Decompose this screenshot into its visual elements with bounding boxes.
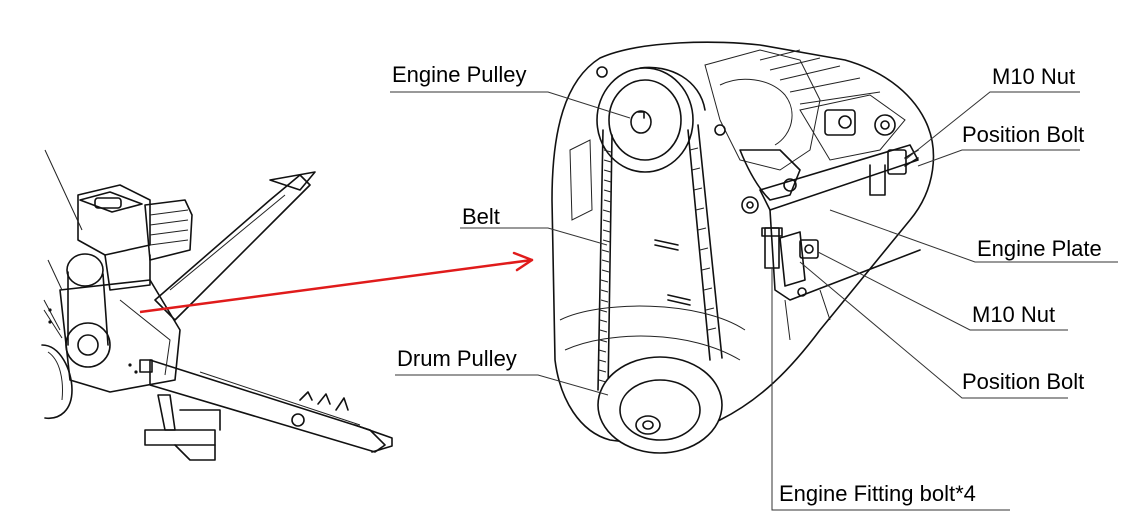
label-m10-nut-top: M10 Nut xyxy=(992,64,1076,89)
label-belt: Belt xyxy=(462,204,500,229)
label-drum-pulley: Drum Pulley xyxy=(397,346,517,371)
leader-lines xyxy=(390,91,1118,511)
belt-teeth xyxy=(598,147,717,383)
label-engine-fitting-bolt: Engine Fitting bolt*4 xyxy=(779,481,976,506)
label-position-bolt-top: Position Bolt xyxy=(962,122,1085,147)
chipper-overview xyxy=(41,149,393,461)
detail-view xyxy=(551,41,935,454)
label-engine-pulley: Engine Pulley xyxy=(392,62,527,87)
zoom-arrow xyxy=(139,251,534,314)
label-position-bolt-bottom: Position Bolt xyxy=(962,369,1085,394)
label-engine-plate: Engine Plate xyxy=(977,236,1102,261)
label-m10-nut-bottom: M10 Nut xyxy=(972,302,1056,327)
